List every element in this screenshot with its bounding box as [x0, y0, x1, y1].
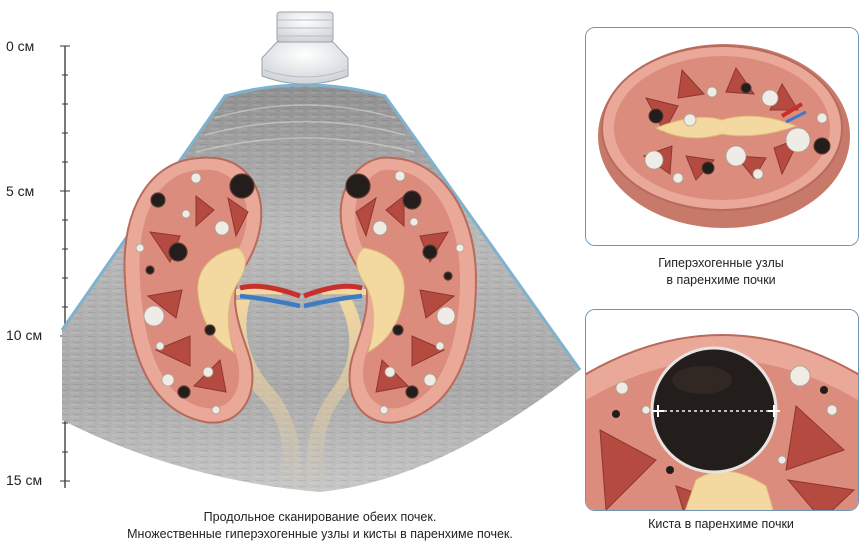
kidney-cross-section — [586, 28, 858, 245]
inset-cyst — [585, 309, 859, 511]
inset-cyst-caption: Киста в паренхиме почки — [585, 516, 857, 533]
main-caption-line-1: Продольное сканирование обеих почек. — [60, 509, 580, 526]
ultrasound-probe-icon — [262, 12, 348, 84]
ultrasound-scan — [0, 0, 600, 505]
main-caption-line-2: Множественные гиперэхогенные узлы и кист… — [60, 526, 580, 543]
cyst-closeup — [586, 310, 858, 510]
inset-nodules-caption: Гиперэхогенные узлы в паренхиме почки — [585, 255, 857, 289]
main-caption: Продольное сканирование обеих почек. Мно… — [60, 509, 580, 543]
inset-nodules — [585, 27, 859, 246]
inset-nodules-caption-line-2: в паренхиме почки — [585, 272, 857, 289]
inset-nodules-caption-line-1: Гиперэхогенные узлы — [585, 255, 857, 272]
